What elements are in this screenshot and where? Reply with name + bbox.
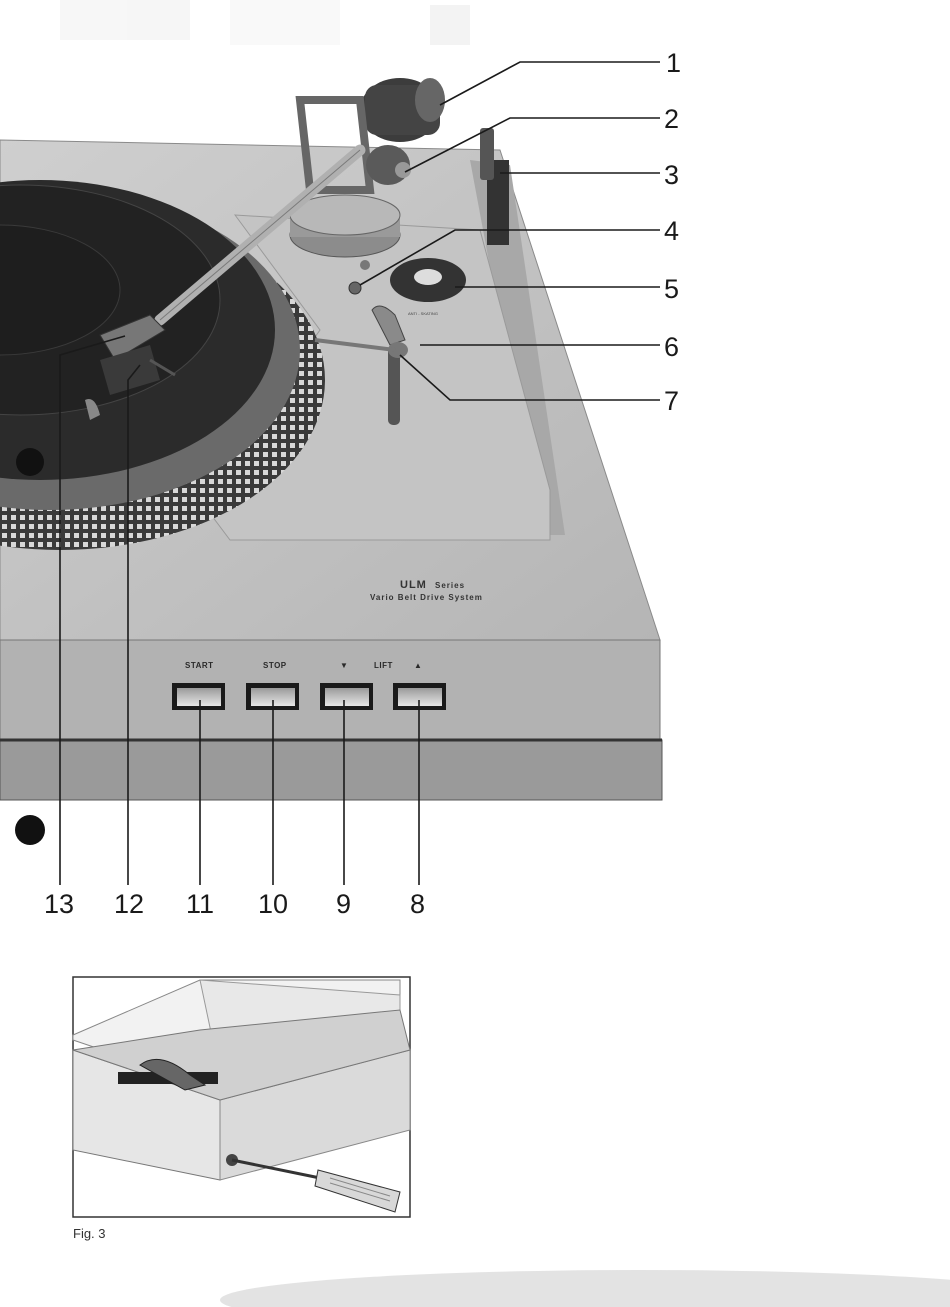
inset-hinge — [139, 1058, 207, 1091]
anti-skating-label: ANTI - SKATING — [408, 311, 438, 316]
counterweight — [360, 78, 445, 142]
callout-11: 11 — [186, 889, 214, 919]
leader-2 — [404, 117, 660, 173]
platter-hole — [16, 448, 44, 476]
callout-13: 13 — [44, 889, 74, 919]
leader-13 — [59, 335, 126, 885]
figure-caption: Fig. 3 — [73, 1226, 106, 1241]
headshell — [99, 314, 166, 361]
lift-label: LIFT — [374, 661, 393, 670]
callout-numbers-right: 1 2 3 4 5 6 7 — [664, 48, 681, 416]
inset-screwdriver — [226, 1154, 401, 1213]
brand-mark: ULM Series Vario Belt Drive System — [370, 579, 483, 602]
callout-8: 8 — [410, 889, 425, 919]
stop-label: STOP — [263, 661, 287, 670]
button-start: START — [172, 661, 225, 710]
callout-1: 1 — [666, 48, 681, 78]
base — [0, 739, 663, 801]
plinth-side-strip — [470, 160, 565, 535]
callout-3: 3 — [664, 160, 679, 190]
callout-lines-right — [359, 61, 660, 401]
stylus-guard — [85, 399, 100, 420]
button-lift-down: ▼ — [320, 661, 373, 710]
lock-screw — [348, 281, 362, 295]
brand-logo: ULM — [400, 579, 427, 591]
brand-series: Series — [435, 581, 465, 590]
callout-4: 4 — [664, 216, 679, 246]
leader-12 — [127, 364, 141, 885]
callout-2: 2 — [664, 104, 679, 134]
tonearm-base — [289, 194, 401, 258]
callout-7: 7 — [664, 386, 679, 416]
anti-skating-dial: ANTI - SKATING — [390, 258, 466, 316]
leader-4 — [359, 229, 660, 286]
speed-slider — [480, 128, 509, 245]
leader-1 — [439, 61, 660, 106]
callout-6: 6 — [664, 332, 679, 362]
header-artifacts — [60, 0, 470, 45]
page-dot — [15, 815, 45, 845]
cartridge — [100, 345, 160, 395]
gimbal-frame — [295, 96, 375, 194]
start-label: START — [185, 661, 214, 670]
finger-lift — [149, 358, 176, 377]
leader-7 — [399, 354, 660, 401]
callout-12: 12 — [114, 889, 144, 919]
lift-down-label: ▼ — [340, 661, 348, 670]
callout-lines-bottom — [59, 335, 420, 885]
lift-up-label: ▲ — [414, 661, 422, 670]
callout-10: 10 — [258, 889, 288, 919]
page-shadow — [220, 1270, 950, 1307]
callout-9: 9 — [336, 889, 351, 919]
arm-rest — [314, 305, 408, 425]
brand-tagline: Vario Belt Drive System — [370, 593, 483, 602]
figure-3-inset — [72, 976, 411, 1218]
callout-numbers-bottom: 13 12 11 10 9 8 — [44, 889, 425, 919]
callout-5: 5 — [664, 274, 679, 304]
